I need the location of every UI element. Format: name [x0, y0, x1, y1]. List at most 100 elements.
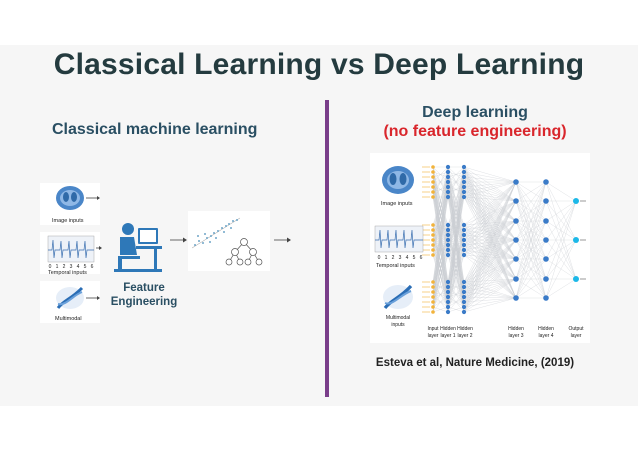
- network-edge: [432, 224, 449, 313]
- deep-tick: 4: [406, 255, 409, 261]
- network-edge: [463, 297, 517, 308]
- network-edge: [463, 220, 517, 313]
- classical-heading: Classical machine learning: [52, 121, 258, 138]
- classical-input-label-image: Image inputs: [52, 218, 84, 224]
- network-edge: [463, 278, 517, 313]
- layer-label-output-l1: Output: [568, 326, 584, 332]
- network-edge: [432, 186, 449, 313]
- person-at-computer-icon: [114, 223, 162, 272]
- network-edge: [545, 200, 577, 241]
- classical-tick: 6: [91, 264, 94, 270]
- output-node: [573, 237, 579, 243]
- classical-tick: 3: [70, 264, 73, 270]
- network-edge: [463, 239, 517, 303]
- network-edge: [447, 166, 465, 183]
- network-edge: [463, 166, 517, 202]
- network-edge: [432, 291, 449, 313]
- input-node: [431, 180, 435, 184]
- network-edge: [545, 200, 577, 260]
- citation: Esteva et al, Nature Medicine, (2019): [375, 357, 575, 369]
- deep-tick: 5: [413, 255, 416, 261]
- deep-input-label-image: Image inputs: [381, 201, 413, 207]
- hidden2-node: [461, 227, 467, 233]
- network-edge: [432, 166, 449, 251]
- network-edge: [447, 291, 465, 313]
- network-edge: [463, 181, 517, 256]
- network-edge: [463, 220, 517, 241]
- hidden1-node: [445, 247, 451, 253]
- network-edge: [432, 239, 449, 313]
- network-edge: [463, 200, 517, 283]
- hidden4-node: [543, 179, 549, 185]
- network-edge: [463, 239, 517, 280]
- network-edge: [432, 166, 449, 303]
- network-edge: [463, 181, 517, 293]
- layer-label-h2-l1: Hidden: [457, 326, 473, 332]
- network-edge: [515, 181, 547, 222]
- layer-label-h3-l1: Hidden: [508, 326, 524, 332]
- hidden1-node: [445, 227, 451, 233]
- classical-tick: 0: [49, 264, 52, 270]
- network-edge: [463, 181, 517, 231]
- network-edge: [463, 200, 517, 298]
- network-edge: [463, 181, 517, 202]
- hidden2-node: [461, 242, 467, 248]
- network-edge: [432, 306, 449, 313]
- network-edge: [463, 181, 517, 283]
- network-edge: [463, 239, 517, 293]
- input-node: [431, 170, 435, 174]
- hidden1-node: [445, 179, 451, 185]
- network-edge: [515, 220, 547, 299]
- network-edge: [463, 244, 517, 260]
- network-edge: [463, 200, 517, 293]
- network-edge: [463, 181, 517, 303]
- network-edge: [463, 278, 517, 303]
- hidden3-node: [513, 179, 519, 185]
- network-edge: [463, 281, 517, 299]
- layer-label-input-l2: layer: [428, 333, 439, 339]
- network-edge: [515, 181, 547, 260]
- network-edge: [432, 166, 449, 288]
- input-node: [431, 190, 435, 194]
- classical-tick: 4: [77, 264, 80, 270]
- network-edge: [447, 166, 465, 251]
- vertical-divider: [325, 100, 329, 397]
- network-edge: [463, 200, 517, 308]
- classical-input-label-multimodal: Multimodal: [55, 316, 82, 322]
- input-node: [431, 243, 435, 247]
- network-edge: [463, 181, 517, 313]
- hidden1-node: [445, 309, 451, 315]
- network-edge: [463, 200, 517, 288]
- hidden2-node: [461, 164, 467, 170]
- hidden1-node: [445, 184, 451, 190]
- hidden2-node: [461, 294, 467, 300]
- network-edge: [463, 181, 517, 298]
- classical-tick: 1: [56, 264, 59, 270]
- hidden2-node: [461, 179, 467, 185]
- input-node: [431, 165, 435, 169]
- network-edge: [432, 166, 449, 198]
- hidden3-node: [513, 237, 519, 243]
- input-node: [431, 280, 435, 284]
- hidden2-node: [461, 299, 467, 305]
- network-edge: [447, 186, 465, 313]
- input-node: [431, 185, 435, 189]
- network-edge: [515, 181, 547, 241]
- network-edge: [463, 297, 517, 303]
- hidden1-node: [445, 284, 451, 290]
- network-edge: [463, 181, 517, 236]
- layer-label-h3-l2: layer 3: [508, 333, 523, 339]
- network-edge: [463, 200, 517, 256]
- hidden1-node: [445, 242, 451, 248]
- hidden1-node: [445, 194, 451, 200]
- hidden2-node: [461, 284, 467, 290]
- deep-tick: 6: [420, 255, 423, 261]
- input-node: [431, 300, 435, 304]
- hidden2-node: [461, 309, 467, 315]
- hidden3-node: [513, 276, 519, 282]
- network-connections: [422, 166, 586, 313]
- dna-helix-icon: [56, 286, 84, 309]
- deep-heading: Deep learning: [422, 104, 528, 121]
- hidden2-node: [461, 169, 467, 175]
- network-edge: [515, 239, 547, 299]
